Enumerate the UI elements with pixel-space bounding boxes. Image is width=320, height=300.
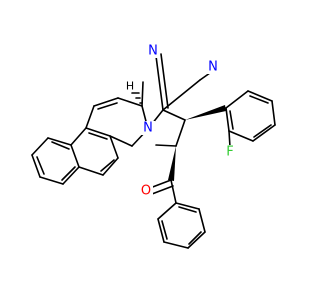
ring-nitrogen: N	[143, 121, 153, 136]
bond-double	[249, 95, 269, 104]
bonds	[31, 53, 276, 249]
bond	[157, 218, 165, 243]
wedge-bond	[168, 146, 176, 181]
bond-double	[149, 179, 172, 189]
carbonyl-oxygen: O	[141, 184, 151, 199]
bond	[252, 124, 276, 142]
bond-double	[36, 156, 45, 175]
bond-double	[229, 110, 234, 130]
bond	[70, 127, 87, 146]
bond	[175, 202, 200, 210]
bond-double	[151, 185, 174, 195]
bond	[175, 119, 186, 147]
bond-double	[178, 206, 197, 213]
bond	[157, 202, 177, 220]
bond	[70, 144, 80, 168]
bond	[198, 208, 206, 233]
bond	[271, 100, 276, 126]
bond	[39, 176, 64, 185]
fluorine-atom: F	[226, 145, 233, 160]
bond	[31, 137, 49, 156]
bond	[62, 166, 80, 185]
bond	[170, 179, 177, 204]
bond-double	[100, 159, 115, 172]
bond	[247, 90, 273, 102]
nitrile-nitrogen-2: N	[208, 60, 218, 75]
bond-double	[161, 220, 168, 240]
nitrile-nitrogen-1: N	[148, 44, 158, 59]
bond	[162, 79, 201, 111]
bond	[141, 81, 144, 107]
bond	[162, 109, 186, 121]
bond	[47, 137, 72, 146]
wedge-bond	[185, 105, 226, 120]
bond-triple	[160, 53, 169, 109]
bond	[228, 130, 231, 148]
bond	[225, 90, 249, 109]
bond-triple	[155, 55, 164, 111]
bond	[93, 97, 119, 107]
bond-double	[253, 124, 272, 138]
bond	[109, 135, 133, 147]
bond-double	[97, 102, 118, 110]
bond	[155, 144, 177, 147]
bond	[163, 241, 189, 249]
bond	[85, 105, 95, 129]
bond	[102, 157, 119, 176]
bond	[109, 135, 119, 159]
bond	[117, 97, 143, 107]
hashed-bond	[131, 92, 143, 104]
stereo-hydrogen: H	[126, 80, 134, 93]
bond-double	[51, 141, 70, 150]
bond-double	[188, 231, 202, 245]
bond	[78, 166, 104, 176]
bond	[187, 231, 206, 249]
bond	[228, 130, 254, 142]
bond-double	[61, 166, 76, 181]
atom-labels: N N N O F H	[124, 44, 237, 199]
bond	[225, 107, 230, 132]
bond	[85, 127, 111, 137]
molecule-structure: N N N O F H	[31, 44, 276, 249]
bond	[31, 154, 41, 178]
bond-double	[88, 132, 108, 140]
